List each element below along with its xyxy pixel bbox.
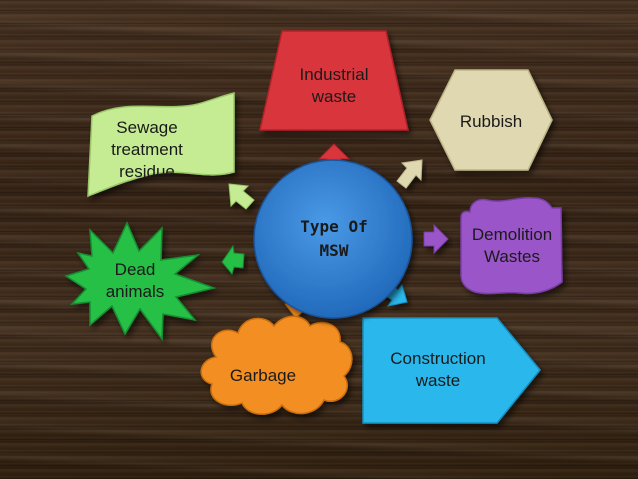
label-line: animals: [106, 282, 165, 301]
label-line: residue: [119, 162, 175, 181]
industrial-waste-shape: [259, 30, 409, 131]
construction-waste-shape: [362, 317, 541, 424]
construction-waste-label: Construction waste: [390, 349, 485, 390]
label-line: treatment: [111, 140, 183, 159]
label-line: Rubbish: [460, 112, 522, 131]
label-line: Garbage: [230, 366, 296, 385]
arrow-to-demolition-wastes: [423, 223, 449, 255]
node-sewage-treatment-residue: Sewage treatment residue: [87, 92, 235, 198]
connector-arrows: [221, 143, 449, 319]
dead-animals-label: Dead animals: [106, 260, 165, 301]
label-line: Demolition: [472, 225, 552, 244]
label-line: waste: [415, 371, 460, 390]
sewage-treatment-residue-label: Sewage treatment residue: [111, 118, 183, 181]
sewage-treatment-residue-shape: [87, 92, 235, 198]
label-line: MSW: [320, 241, 349, 260]
garbage-label: Garbage: [230, 366, 296, 385]
node-rubbish: Rubbish: [429, 69, 553, 171]
industrial-waste-label: Industrial waste: [300, 65, 369, 106]
node-industrial-waste: Industrial waste: [259, 30, 409, 131]
label-line: Wastes: [484, 247, 540, 266]
node-center-type-of-msw: Type Of MSW: [253, 159, 413, 319]
demolition-wastes-shape: [460, 196, 563, 295]
center-label: Type Of MSW: [300, 217, 367, 260]
label-line: Construction: [390, 349, 485, 368]
dead-animals-shape: [64, 221, 217, 342]
center-circle: [253, 159, 413, 319]
rubbish-shape: [429, 69, 553, 171]
arrow-to-rubbish: [396, 159, 423, 189]
node-dead-animals: Dead animals: [64, 221, 217, 342]
label-line: waste: [311, 87, 356, 106]
node-construction-waste: Construction waste: [362, 317, 541, 424]
label-line: Dead: [115, 260, 156, 279]
garbage-shape: [200, 315, 353, 415]
arrow-to-dead-animals: [221, 244, 245, 276]
rubbish-label: Rubbish: [460, 112, 522, 131]
label-line: Sewage: [116, 118, 177, 137]
arrow-to-sewage-treatment-residue: [228, 183, 255, 210]
label-line: Type Of: [300, 217, 367, 236]
node-garbage: Garbage: [200, 315, 353, 415]
label-line: Industrial: [300, 65, 369, 84]
